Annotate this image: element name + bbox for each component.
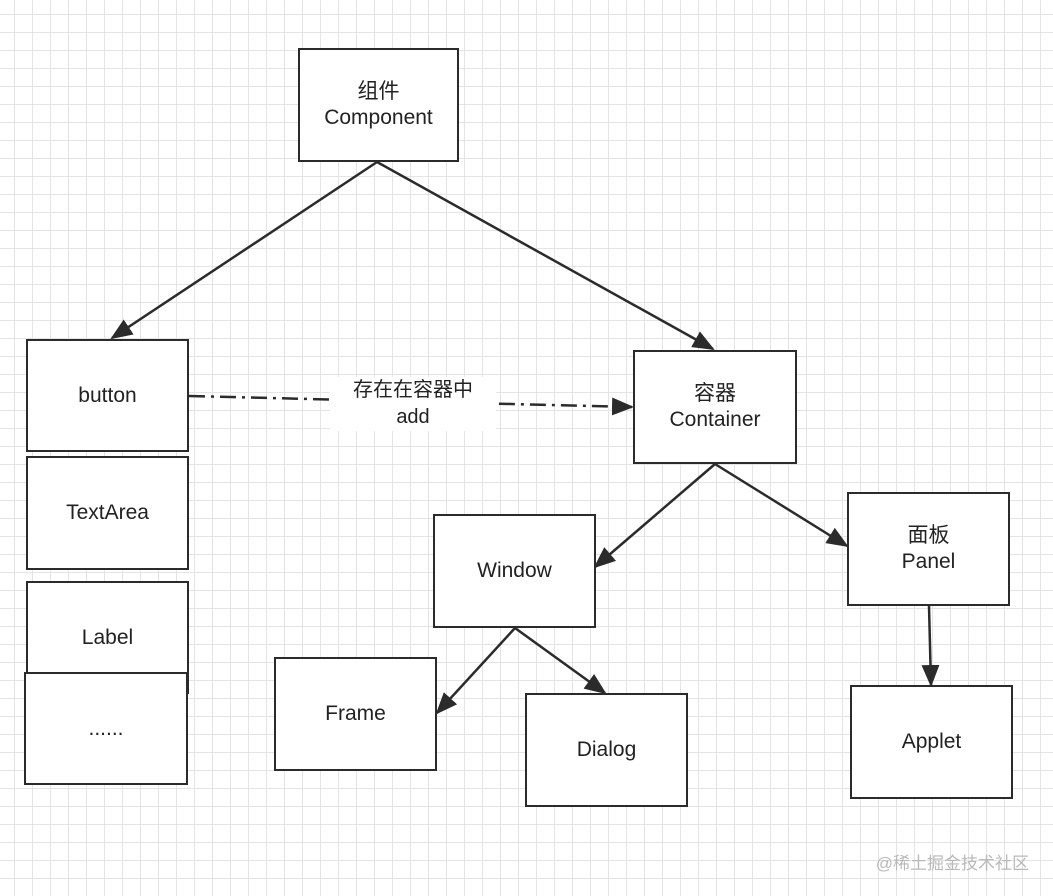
node-container: 容器 Container (633, 350, 797, 464)
watermark: @稀土掘金技术社区 (875, 854, 1029, 873)
node-applet-label: Applet (901, 730, 962, 753)
node-component: 组件 Component (298, 48, 459, 162)
edge-window-dialog (514, 626, 607, 695)
edge-container-panel (714, 462, 849, 548)
edge-panel-applet (921, 605, 940, 687)
node-container-line2: Container (669, 408, 761, 431)
node-panel-line2: Panel (901, 550, 956, 573)
edge-component-container (376, 160, 715, 351)
edge-window-frame (435, 627, 516, 715)
node-frame-label: Frame (325, 702, 386, 725)
node-dialog: Dialog (525, 693, 688, 807)
node-component-line2: Component (324, 106, 433, 129)
edge-container-window (593, 463, 716, 569)
node-panel-line1: 面板 (907, 524, 950, 547)
edge-label-add: 存在在容器中 add (330, 377, 496, 431)
node-label-label: Label (81, 625, 134, 649)
node-button: button (26, 339, 189, 452)
node-dialog-label: Dialog (576, 738, 637, 761)
node-more: ...... (24, 672, 188, 785)
node-frame: Frame (274, 657, 437, 771)
node-textarea-label: TextArea (66, 501, 149, 524)
node-component-line1: 组件 (357, 80, 400, 103)
node-button-label: button (78, 383, 137, 407)
edge-label-line1: 存在在容器中 (353, 379, 473, 401)
node-window-label: Window (477, 559, 552, 582)
edge-label-line2: add (396, 406, 430, 428)
node-applet: Applet (850, 685, 1013, 799)
node-container-line1: 容器 (694, 382, 736, 405)
edge-component-button (110, 160, 378, 340)
node-more-label: ...... (88, 716, 124, 740)
node-textarea: TextArea (26, 456, 189, 570)
node-window: Window (433, 514, 596, 628)
node-panel: 面板 Panel (847, 492, 1010, 606)
